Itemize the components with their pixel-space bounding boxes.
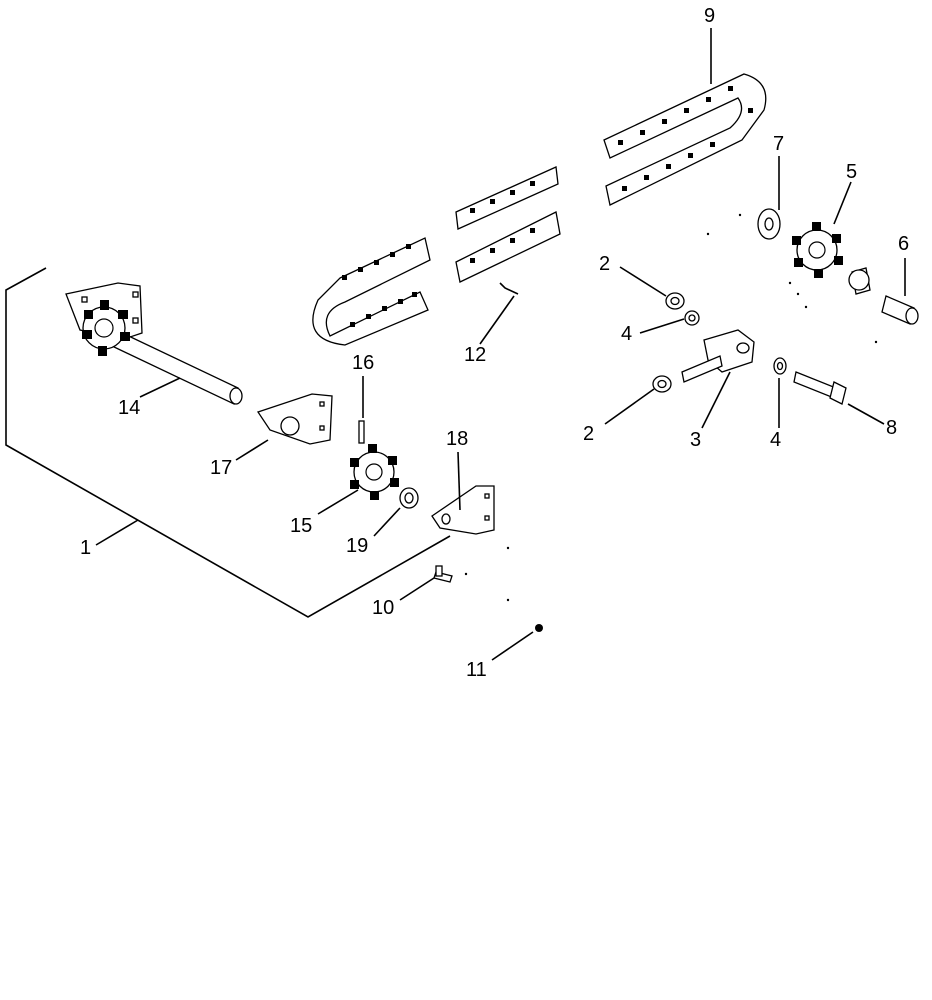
callout-2-upper: 2 [599, 253, 610, 275]
washer-4-lower [773, 357, 787, 375]
callout-15: 15 [290, 515, 312, 537]
callout-11: 11 [466, 659, 487, 681]
alignment-dots [464, 213, 878, 602]
callout-2-lower: 2 [583, 423, 594, 445]
callout-5: 5 [846, 161, 857, 183]
washer-4-upper [684, 310, 700, 326]
callout-3: 3 [690, 429, 701, 451]
sprocket-15 [350, 444, 399, 500]
nut-2-upper [665, 292, 685, 310]
callout-1: 1 [80, 537, 91, 559]
washer-7 [757, 208, 781, 240]
washer-19 [399, 487, 419, 509]
callout-17: 17 [210, 457, 232, 479]
callout-4-lower: 4 [770, 429, 781, 451]
callout-18: 18 [446, 428, 468, 450]
sprocket-5 [792, 222, 843, 278]
callout-19: 19 [346, 535, 368, 557]
bolt-8 [793, 371, 847, 405]
nut-11 [535, 624, 543, 632]
callout-10: 10 [372, 597, 394, 619]
callout-16: 16 [352, 352, 374, 374]
callout-12: 12 [464, 344, 486, 366]
callout-7: 7 [773, 133, 784, 155]
nut-2-lower [652, 375, 672, 393]
chain-section-9 [603, 73, 767, 206]
bracket-17 [256, 393, 333, 445]
connecting-pin-12 [499, 282, 519, 295]
assembly-bracket-1 [5, 267, 451, 618]
pin-16 [358, 420, 365, 444]
chain-section-middle [455, 166, 561, 283]
tensioner-arm-3 [681, 329, 755, 383]
callout-4-upper: 4 [621, 323, 632, 345]
callout-8: 8 [886, 417, 897, 439]
callout-14: 14 [118, 397, 140, 419]
callout-6: 6 [898, 233, 909, 255]
chain-section-left [312, 237, 431, 346]
shaft-assembly-14 [65, 282, 243, 405]
bushing-6 [848, 267, 919, 325]
callout-9: 9 [704, 5, 715, 27]
bracket-18 [431, 485, 495, 535]
leader-lines [139, 28, 906, 661]
bolt-10 [433, 565, 453, 583]
